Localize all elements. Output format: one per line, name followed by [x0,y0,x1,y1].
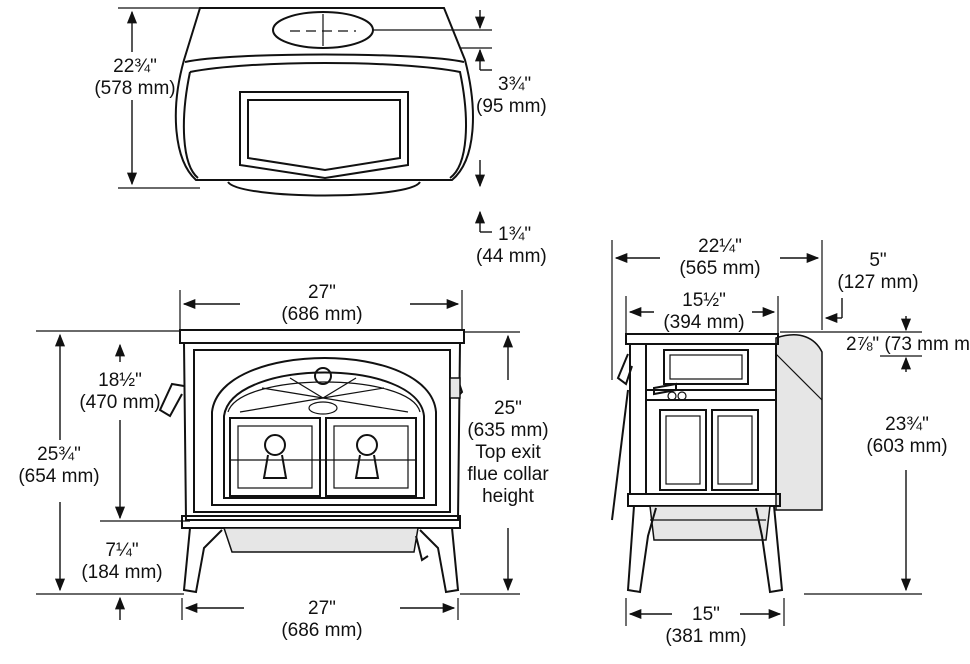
front-upper-in: 18½" [98,370,142,391]
front-height-label: 25¾" (654 mm) [4,444,114,488]
side-rear-mm: (127 mm) [837,272,919,293]
side-flue-offset-text: 2⅞" (73 mm [846,334,949,355]
side-legs-mm: (381 mm) [665,626,747,647]
side-window [663,349,749,385]
side-depth-mm: (565 mm) [679,258,761,279]
front-leg-mm: (184 mm) [81,562,163,583]
top-view-glass [239,91,409,180]
side-rear-label: 5" (127 mm) [826,250,930,294]
front-view [36,290,520,620]
front-leg-in: 7¼" [105,540,139,561]
top-depth-label: 22¾" (578 mm) [80,56,190,100]
front-flue-caption-1: Top exit [475,442,541,463]
front-flue-mm: (635 mm) [467,420,549,441]
side-rear-in: 5" [869,250,887,271]
front-flue-label: 25" (635 mm) Top exit flue collar height [452,398,564,508]
side-depth-in: 22¼" [698,236,742,257]
top-clearance-mm: (44 mm) [476,246,547,267]
top-offset-label: 3¾" (95 mm) [476,74,556,118]
side-right-leg [755,505,784,594]
side-rear-height-mm: (603 mm) [866,436,948,457]
side-rear-height-in: 23¾" [885,414,929,435]
side-inner-label: 15½" (394 mm) [646,290,762,334]
front-height-in: 25¾" [37,444,81,465]
side-flue-offset-label: 2⅞" (73 mm mm [846,334,970,356]
top-view-ashlip [227,181,421,197]
side-rear-height-label: 23¾" (603 mm) [852,414,962,458]
side-left-panel [659,409,707,491]
front-left-leg [182,527,223,594]
front-height-mm: (654 mm) [18,466,100,487]
front-width-top-label: 27" (686 mm) [252,282,392,326]
front-width-bottom-mm: (686 mm) [281,620,363,641]
front-right-leg [419,527,460,594]
front-top-plate [179,329,465,344]
side-inner-mm: (394 mm) [663,312,745,333]
top-offset-in: 3¾" [498,74,532,95]
side-right-panel [711,409,759,491]
front-width-bottom-label: 27" (686 mm) [252,598,392,642]
front-width-top-mm: (686 mm) [281,304,363,325]
side-flue-offset: 2⅞" (73 mm mm [846,334,970,355]
front-width-top-in: 27" [308,282,336,303]
side-left-leg [626,505,657,594]
front-leg-label: 7¼" (184 mm) [70,540,174,584]
front-left-door [229,417,321,497]
top-depth-mm: (578 mm) [94,78,176,99]
front-right-door [325,417,417,497]
front-upper-mm: (470 mm) [79,392,161,413]
top-clearance-in: 1¾" [498,224,532,245]
side-inner-in: 15½" [682,290,726,311]
front-upper-label: 18½" (470 mm) [64,370,176,414]
front-width-bottom-in: 27" [308,598,336,619]
top-view [118,7,492,233]
side-rear-shield [775,334,823,511]
side-legs-in: 15" [692,604,720,625]
front-flue-caption-3: height [482,486,534,507]
front-flue-in: 25" [494,398,522,419]
side-view [611,240,922,626]
front-arch [211,357,437,506]
top-offset-mm: (95 mm) [476,96,547,117]
side-legs-label: 15" (381 mm) [656,604,756,648]
side-depth-label: 22¼" (565 mm) [660,236,780,280]
front-flue-caption-2: flue collar [467,464,549,485]
top-clearance-label: 1¾" (44 mm) [476,224,562,268]
top-depth-in: 22¾" [113,56,157,77]
